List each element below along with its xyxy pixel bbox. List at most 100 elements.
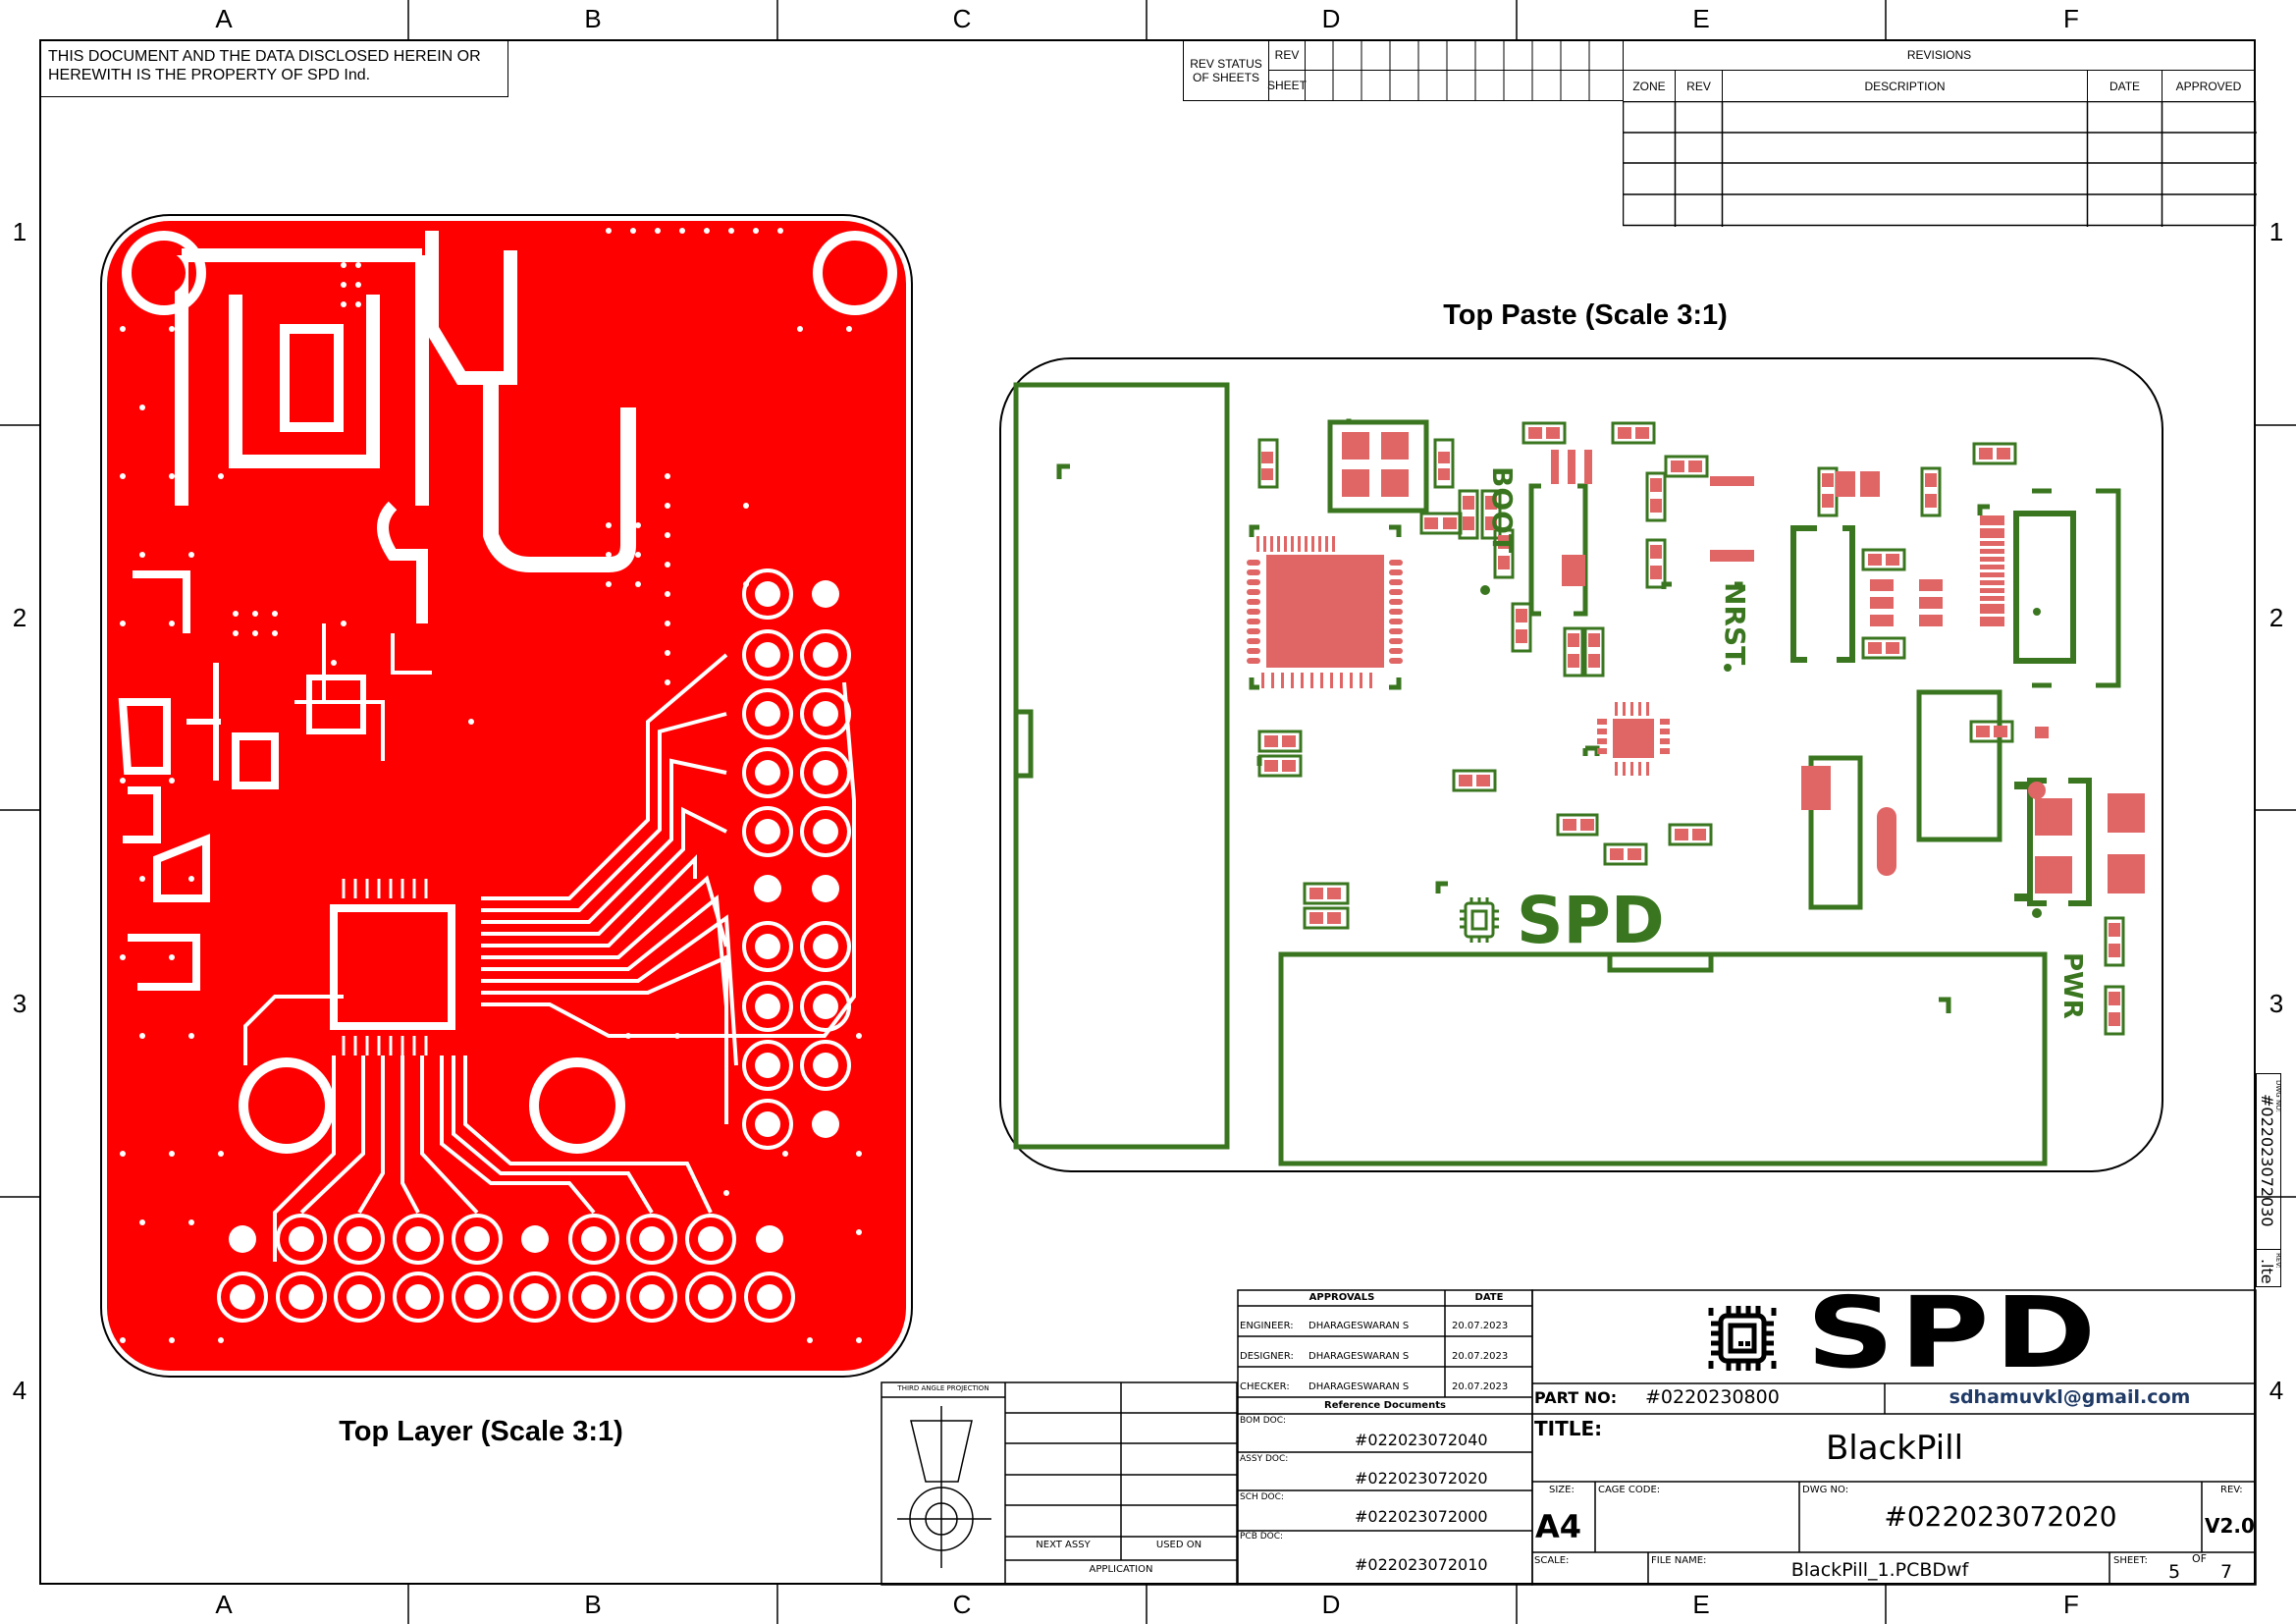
of-label: OF bbox=[2192, 1552, 2207, 1565]
used-on-label: USED ON bbox=[1155, 1540, 1202, 1550]
silkscreen-text: BOOT NRST PWR SPD bbox=[1486, 466, 2087, 1019]
spd-chip-logo-icon bbox=[1708, 1306, 1777, 1371]
reference-value: #022023072010 bbox=[1355, 1555, 1488, 1574]
zone-row-left-4: 4 bbox=[12, 1376, 27, 1405]
paste-pads bbox=[1247, 427, 2145, 1026]
zone-row-left-1: 1 bbox=[12, 217, 27, 246]
title-block-grid bbox=[1531, 1289, 2257, 1586]
next-assy-label: NEXT ASSY bbox=[1036, 1540, 1091, 1550]
zone-row-right-2: 2 bbox=[2269, 603, 2284, 632]
zone-col-top-f: F bbox=[2063, 4, 2079, 33]
zone-row-right-4: 4 bbox=[2269, 1376, 2284, 1405]
zone-col-bottom-d: D bbox=[1321, 1590, 1341, 1619]
date-header: DATE bbox=[1474, 1292, 1504, 1303]
reference-value: #022023072040 bbox=[1355, 1431, 1488, 1449]
approval-role: DESIGNER: bbox=[1240, 1351, 1294, 1362]
rev-status-rev-label: REV bbox=[1268, 39, 1306, 71]
property-notice-line-2: HEREWITH IS THE PROPERTY OF SPD Ind. bbox=[48, 67, 371, 83]
pads-and-vias bbox=[120, 228, 877, 1343]
sheet-number: 5 bbox=[2168, 1561, 2181, 1583]
reference-header: Reference Documents bbox=[1324, 1400, 1446, 1411]
approvals-header: APPROVALS bbox=[1308, 1292, 1375, 1303]
revisions-empty-rows bbox=[1623, 101, 2257, 227]
zone-row-left-2: 2 bbox=[12, 603, 27, 632]
zone-col-top-e: E bbox=[1692, 4, 1710, 33]
silk-logo-text: SPD bbox=[1517, 883, 1665, 958]
dwg-no-label: DWG NO: bbox=[1802, 1485, 1849, 1495]
rev-status-sheet-label: SHEET bbox=[1267, 70, 1307, 101]
reference-value: #022023072000 bbox=[1355, 1507, 1488, 1526]
revisions-header-rev: REV bbox=[1675, 70, 1723, 102]
drawing-title: BlackPill bbox=[1825, 1429, 1964, 1468]
property-notice: THIS DOCUMENT AND THE DATA DISCLOSED HER… bbox=[39, 39, 508, 97]
zone-row-right-3: 3 bbox=[2269, 989, 2284, 1018]
top-paste-label: Top Paste (Scale 3:1) bbox=[1443, 299, 1728, 331]
projection-label: THIRD ANGLE PROJECTION bbox=[897, 1384, 989, 1392]
approval-name: DHARAGESWARAN S bbox=[1308, 1351, 1410, 1362]
approval-role: ENGINEER: bbox=[1240, 1321, 1294, 1331]
sheet-total: 7 bbox=[2220, 1561, 2233, 1583]
top-layer-label: Top Layer (Scale 3:1) bbox=[339, 1416, 623, 1447]
zone-row-left-3: 3 bbox=[12, 989, 27, 1018]
approval-date: 20.07.2023 bbox=[1452, 1351, 1509, 1362]
approval-name: DHARAGESWARAN S bbox=[1308, 1321, 1410, 1331]
revisions-header-date: DATE bbox=[2087, 70, 2163, 102]
rev-status-label-line-1: REV STATUS bbox=[1190, 56, 1262, 71]
revisions-title: REVISIONS bbox=[1623, 39, 2256, 71]
file-name-label: FILE NAME: bbox=[1651, 1555, 1707, 1566]
side-dwg-stamp: DWG NO: #022023072030 REV: .lte bbox=[2255, 1073, 2282, 1287]
zone-col-top-a: A bbox=[215, 4, 233, 33]
rev-status-grid bbox=[1305, 39, 1624, 101]
side-rev: .lte bbox=[2258, 1259, 2276, 1284]
zone-col-bottom-c: C bbox=[952, 1590, 972, 1619]
rev-status-label: REV STATUS OF SHEETS bbox=[1183, 39, 1269, 101]
revisions-header-description: DESCRIPTION bbox=[1722, 70, 2088, 102]
rev-status-label-line-2: OF SHEETS bbox=[1192, 70, 1259, 84]
projection-grid bbox=[881, 1381, 1238, 1586]
sheet-label: SHEET: bbox=[2113, 1555, 2148, 1566]
inner-border bbox=[39, 39, 2256, 1585]
spd-logo-text: SPD bbox=[1806, 1275, 2102, 1390]
revisions-header-approved: APPROVED bbox=[2162, 70, 2256, 102]
zone-col-bottom-e: E bbox=[1692, 1590, 1710, 1619]
silkscreen-outlines bbox=[1013, 382, 2125, 1166]
silk-label-pwr: PWR bbox=[2057, 952, 2087, 1019]
approval-date: 20.07.2023 bbox=[1452, 1381, 1509, 1392]
reference-label: BOM DOC: bbox=[1240, 1416, 1287, 1426]
silk-label-nrst: NRST bbox=[1719, 582, 1751, 665]
application-label: APPLICATION bbox=[1089, 1564, 1153, 1575]
reference-label: PCB DOC: bbox=[1240, 1532, 1284, 1542]
size-value: A4 bbox=[1535, 1508, 1582, 1545]
scale-label: SCALE: bbox=[1534, 1555, 1570, 1566]
approval-date: 20.07.2023 bbox=[1452, 1321, 1509, 1331]
zone-col-bottom-b: B bbox=[584, 1590, 602, 1619]
approval-role: CHECKER: bbox=[1240, 1381, 1290, 1392]
file-name-value: BlackPill_1.PCBDwf bbox=[1790, 1559, 1969, 1581]
cage-code-label: CAGE CODE: bbox=[1598, 1485, 1661, 1495]
zone-col-top-d: D bbox=[1321, 4, 1341, 33]
zone-col-top-b: B bbox=[584, 4, 602, 33]
third-angle-projection-icon bbox=[897, 1406, 991, 1568]
silk-chip-logo-icon bbox=[1460, 897, 1499, 943]
approval-name: DHARAGESWARAN S bbox=[1308, 1381, 1410, 1392]
side-stamp-divider bbox=[2255, 1249, 2280, 1250]
property-notice-line-1: THIS DOCUMENT AND THE DATA DISCLOSED HER… bbox=[48, 48, 481, 65]
revisions-header-zone: ZONE bbox=[1623, 70, 1676, 102]
silkscreen-dots bbox=[1480, 585, 2042, 918]
part-no-value: #0220230800 bbox=[1645, 1386, 1780, 1408]
side-dwg-no: #022023072030 bbox=[2258, 1094, 2276, 1227]
reference-label: ASSY DOC: bbox=[1240, 1454, 1289, 1464]
reference-label: SCH DOC: bbox=[1240, 1492, 1284, 1502]
part-no-label: PART NO: bbox=[1534, 1388, 1618, 1407]
silk-label-boot: BOOT bbox=[1486, 466, 1519, 553]
copper-pour bbox=[107, 221, 906, 1371]
zone-col-bottom-a: A bbox=[215, 1590, 233, 1619]
zone-row-right-1: 1 bbox=[2269, 217, 2284, 246]
size-label: SIZE: bbox=[1549, 1485, 1575, 1495]
zone-col-bottom-f: F bbox=[2063, 1590, 2079, 1619]
top-layer-pcb bbox=[100, 214, 913, 1378]
contact-email: sdhamuvkl@gmail.com bbox=[1949, 1386, 2191, 1408]
reference-value: #022023072020 bbox=[1355, 1469, 1488, 1488]
title-label: TITLE: bbox=[1534, 1417, 1603, 1440]
